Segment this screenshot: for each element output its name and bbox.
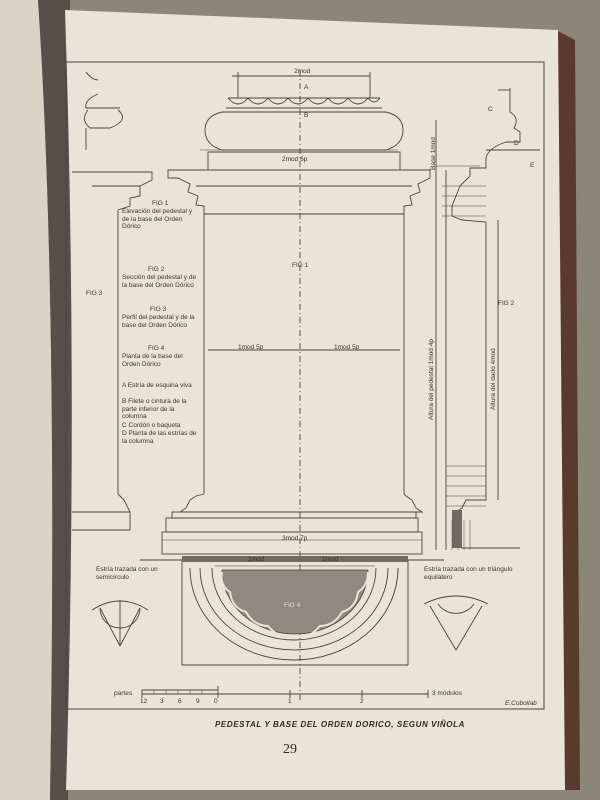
legend-item-a: A Estría de esquina viva [122, 382, 192, 389]
dim-plan-right: 1mod [322, 556, 339, 563]
drawing-frame [65, 61, 545, 710]
base-height-label: Base 1mod [430, 137, 437, 170]
scale-mark-2: 2 [360, 698, 364, 705]
gutter-shadow [38, 0, 74, 800]
scale-tick: 6 [178, 698, 182, 705]
legend-fig2-title: FIG 2 [148, 266, 165, 273]
dim-bottom: 3mod 7p [282, 535, 308, 542]
scale-tick: 12 [140, 698, 148, 705]
point-e: E [530, 162, 535, 169]
fig2-section [435, 88, 540, 550]
legend-fig4-text: Planta de la base del Orden Dórico [122, 353, 183, 368]
fig2-label: FIG 2 [498, 300, 515, 307]
point-d: D [514, 140, 519, 147]
legend-fig1-title: FIG 1 [152, 200, 169, 207]
dim-half-right: 1mod 5p [334, 344, 360, 351]
legend-item-b: B Filete o cintura de la parte inferior … [122, 398, 187, 420]
main-page [65, 10, 565, 790]
scale-tick: 3 [160, 698, 164, 705]
point-a: A [304, 84, 309, 91]
fig4-label: FIG 4 [284, 602, 301, 609]
fig4-flutes [220, 571, 369, 638]
page-number: 29 [283, 742, 297, 757]
fig2-section-fill [452, 510, 462, 548]
plate-caption: PEDESTAL Y BASE DEL ORDEN DORICO, SEGUN … [214, 720, 465, 729]
scale-mark-1: 1 [288, 698, 292, 705]
dim-plan-left: 1mod [248, 556, 265, 563]
fillet-triangle-title: Estría trazada con un triángulo equiláte… [424, 566, 513, 581]
fig1-elevation [161, 70, 431, 700]
scale-label-partes: partes [114, 690, 133, 697]
legend-fig2-text: Sección del pedestal y de la base del Or… [122, 274, 197, 289]
fig3-label: FIG 3 [86, 290, 103, 297]
legend-fig4-title: FIG 4 [148, 345, 165, 352]
scale-label-modulos: 3 módulos [432, 690, 462, 697]
legend-fig1-text: Elevación del pedestal y de la base del … [122, 208, 193, 230]
legend-fig3-text: Perfil del pedestal y de la base del Ord… [122, 314, 195, 329]
scale-bar [141, 686, 429, 698]
pedestal-height-label: Altura del pedestal 1mod 4p [428, 339, 435, 420]
dado-height-label: Altura del dado 4mod [490, 348, 497, 410]
legend-fig3-title: FIG 3 [150, 306, 167, 313]
point-c: C [488, 106, 493, 113]
fillet-semicircle-title: Estría trazada con un semicírculo [96, 566, 158, 581]
fillet-triangle-diagram [423, 595, 489, 651]
legend-item-d: D Planta de las estrías de la columna [122, 430, 197, 445]
left-facing-page [0, 0, 53, 800]
legend-item-c: C Cordón o baqueta [122, 422, 181, 429]
dim-half-left: 1mod 5p [238, 344, 264, 351]
fig3-profile [72, 71, 153, 531]
dim-top: 2mod [294, 68, 311, 75]
fig4-plinth-shadow [182, 556, 408, 562]
fig1-label: FIG 1 [292, 262, 309, 269]
scale-tick: 0 [214, 698, 218, 705]
fillet-semicircle-diagram [91, 600, 149, 647]
scale-tick: 9 [196, 698, 200, 705]
point-b: B [304, 112, 309, 119]
dim-mid: 2mod 6p [282, 156, 308, 163]
fig4-shaft-section [221, 569, 369, 635]
engraver-signature: E.Cobollab [505, 700, 537, 707]
